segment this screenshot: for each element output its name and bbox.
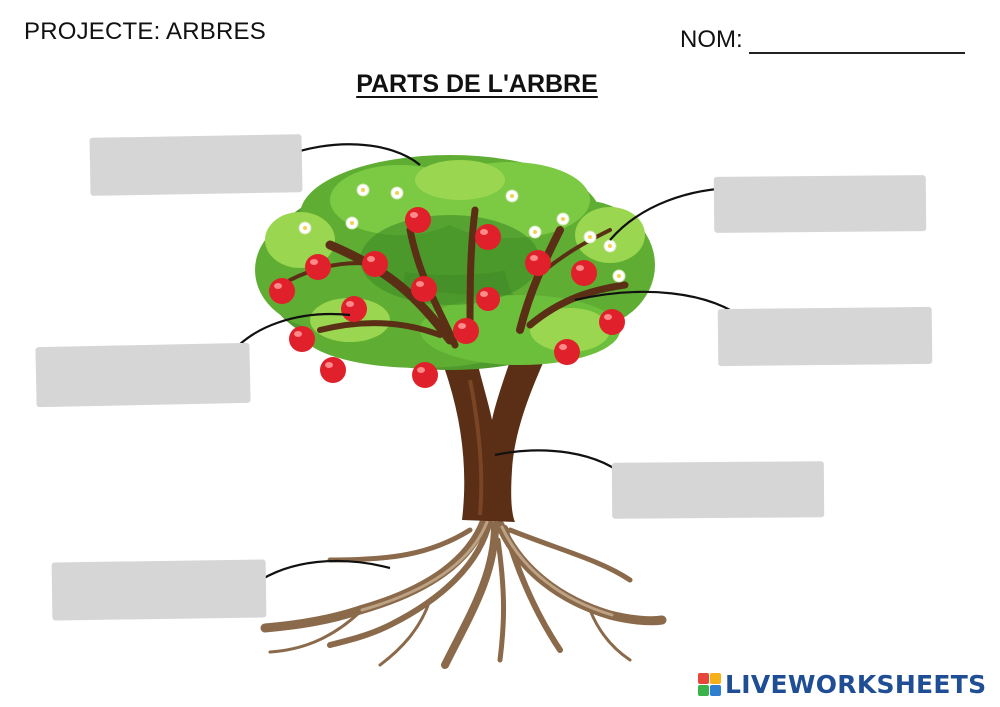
answer-box-5[interactable]	[611, 461, 825, 519]
apple-icon	[341, 296, 367, 322]
tree-roots	[260, 515, 667, 669]
apple-icon	[554, 339, 580, 365]
logo-square-red	[698, 673, 709, 684]
flower-icon	[603, 239, 617, 253]
answer-box-3[interactable]	[717, 306, 933, 367]
name-field: NOM:	[680, 26, 965, 54]
apple-icon	[453, 318, 479, 344]
arrow-to-box-5	[494, 449, 630, 481]
flower-icon	[528, 225, 542, 239]
answer-box-6[interactable]	[51, 559, 267, 621]
apple-icon	[475, 224, 501, 250]
name-line[interactable]	[748, 30, 965, 54]
arrow-to-box-6	[256, 559, 391, 583]
flower-icon	[298, 221, 312, 235]
logo-square-yellow	[710, 673, 721, 684]
apple-icon	[412, 362, 438, 388]
logo-text: LIVEWORKSHEETS	[725, 670, 987, 699]
logo-square-green	[698, 685, 709, 696]
name-label: NOM:	[680, 26, 743, 53]
apple-icon	[289, 326, 315, 352]
apple-icon	[599, 309, 625, 335]
liveworksheets-logo: LIVEWORKSHEETS	[698, 670, 986, 699]
page-title: PARTS DE L'ARBRE	[356, 70, 598, 98]
apple-icon	[405, 207, 431, 233]
flower-icon	[356, 183, 370, 197]
apple-icon	[525, 250, 551, 276]
apple-icon	[476, 287, 500, 311]
apple-icon	[411, 276, 437, 302]
answer-box-1[interactable]	[89, 134, 303, 196]
flower-icon	[556, 212, 570, 226]
flower-icon	[583, 230, 597, 244]
apple-icon	[269, 278, 295, 304]
answer-box-4[interactable]	[35, 342, 251, 408]
apple-icon	[320, 357, 346, 383]
answer-box-2[interactable]	[713, 175, 927, 233]
flower-icon	[505, 189, 519, 203]
flower-icon	[390, 186, 404, 200]
apple-icon	[362, 251, 388, 277]
flower-icon	[612, 269, 626, 283]
flower-icon	[345, 216, 359, 230]
tree-trunk	[430, 320, 560, 522]
project-title: PROJECTE: ARBRES	[24, 18, 266, 45]
apple-icon	[305, 254, 331, 280]
logo-mark-icon	[698, 673, 721, 696]
apple-icon	[571, 260, 597, 286]
logo-square-blue	[710, 685, 721, 696]
